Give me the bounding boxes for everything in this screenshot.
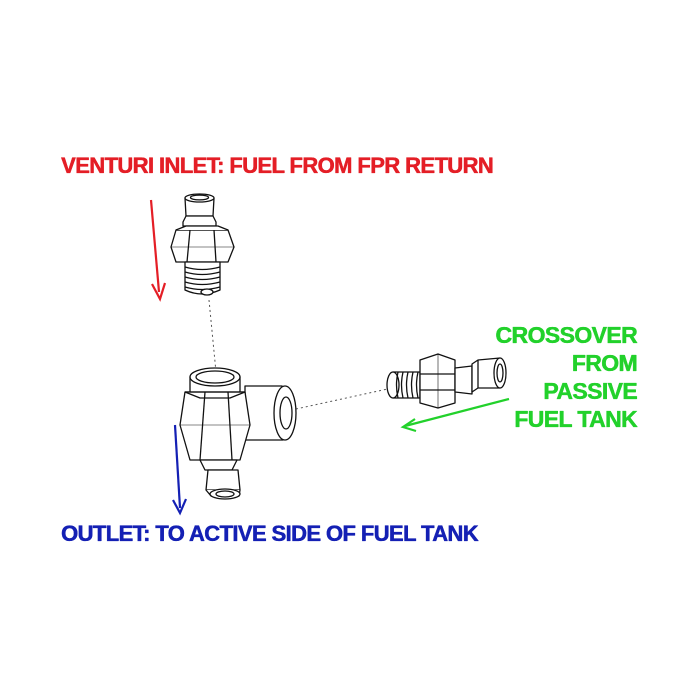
assembly-lines bbox=[208, 299, 393, 410]
crossover-label-line-2: FROM bbox=[571, 350, 638, 376]
inlet-arrow-icon bbox=[149, 199, 167, 302]
crossover-fitting bbox=[386, 353, 507, 409]
crossover-label-line-3: PASSIVE bbox=[543, 378, 638, 404]
crossover-label-line-4: FUEL TANK bbox=[514, 406, 638, 432]
outlet-arrow-icon bbox=[172, 424, 188, 516]
tee-body bbox=[179, 367, 297, 500]
inlet-fitting bbox=[170, 193, 235, 296]
crossover-label: CROSSOVER FROM PASSIVE FUEL TANK bbox=[470, 321, 637, 433]
outlet-label: OUTLET: TO ACTIVE SIDE OF FUEL TANK bbox=[61, 521, 479, 546]
crossover-arrow-icon bbox=[400, 397, 510, 433]
crossover-label-line-1: CROSSOVER bbox=[495, 322, 637, 348]
inlet-label: VENTURI INLET: FUEL FROM FPR RETURN bbox=[61, 153, 494, 178]
